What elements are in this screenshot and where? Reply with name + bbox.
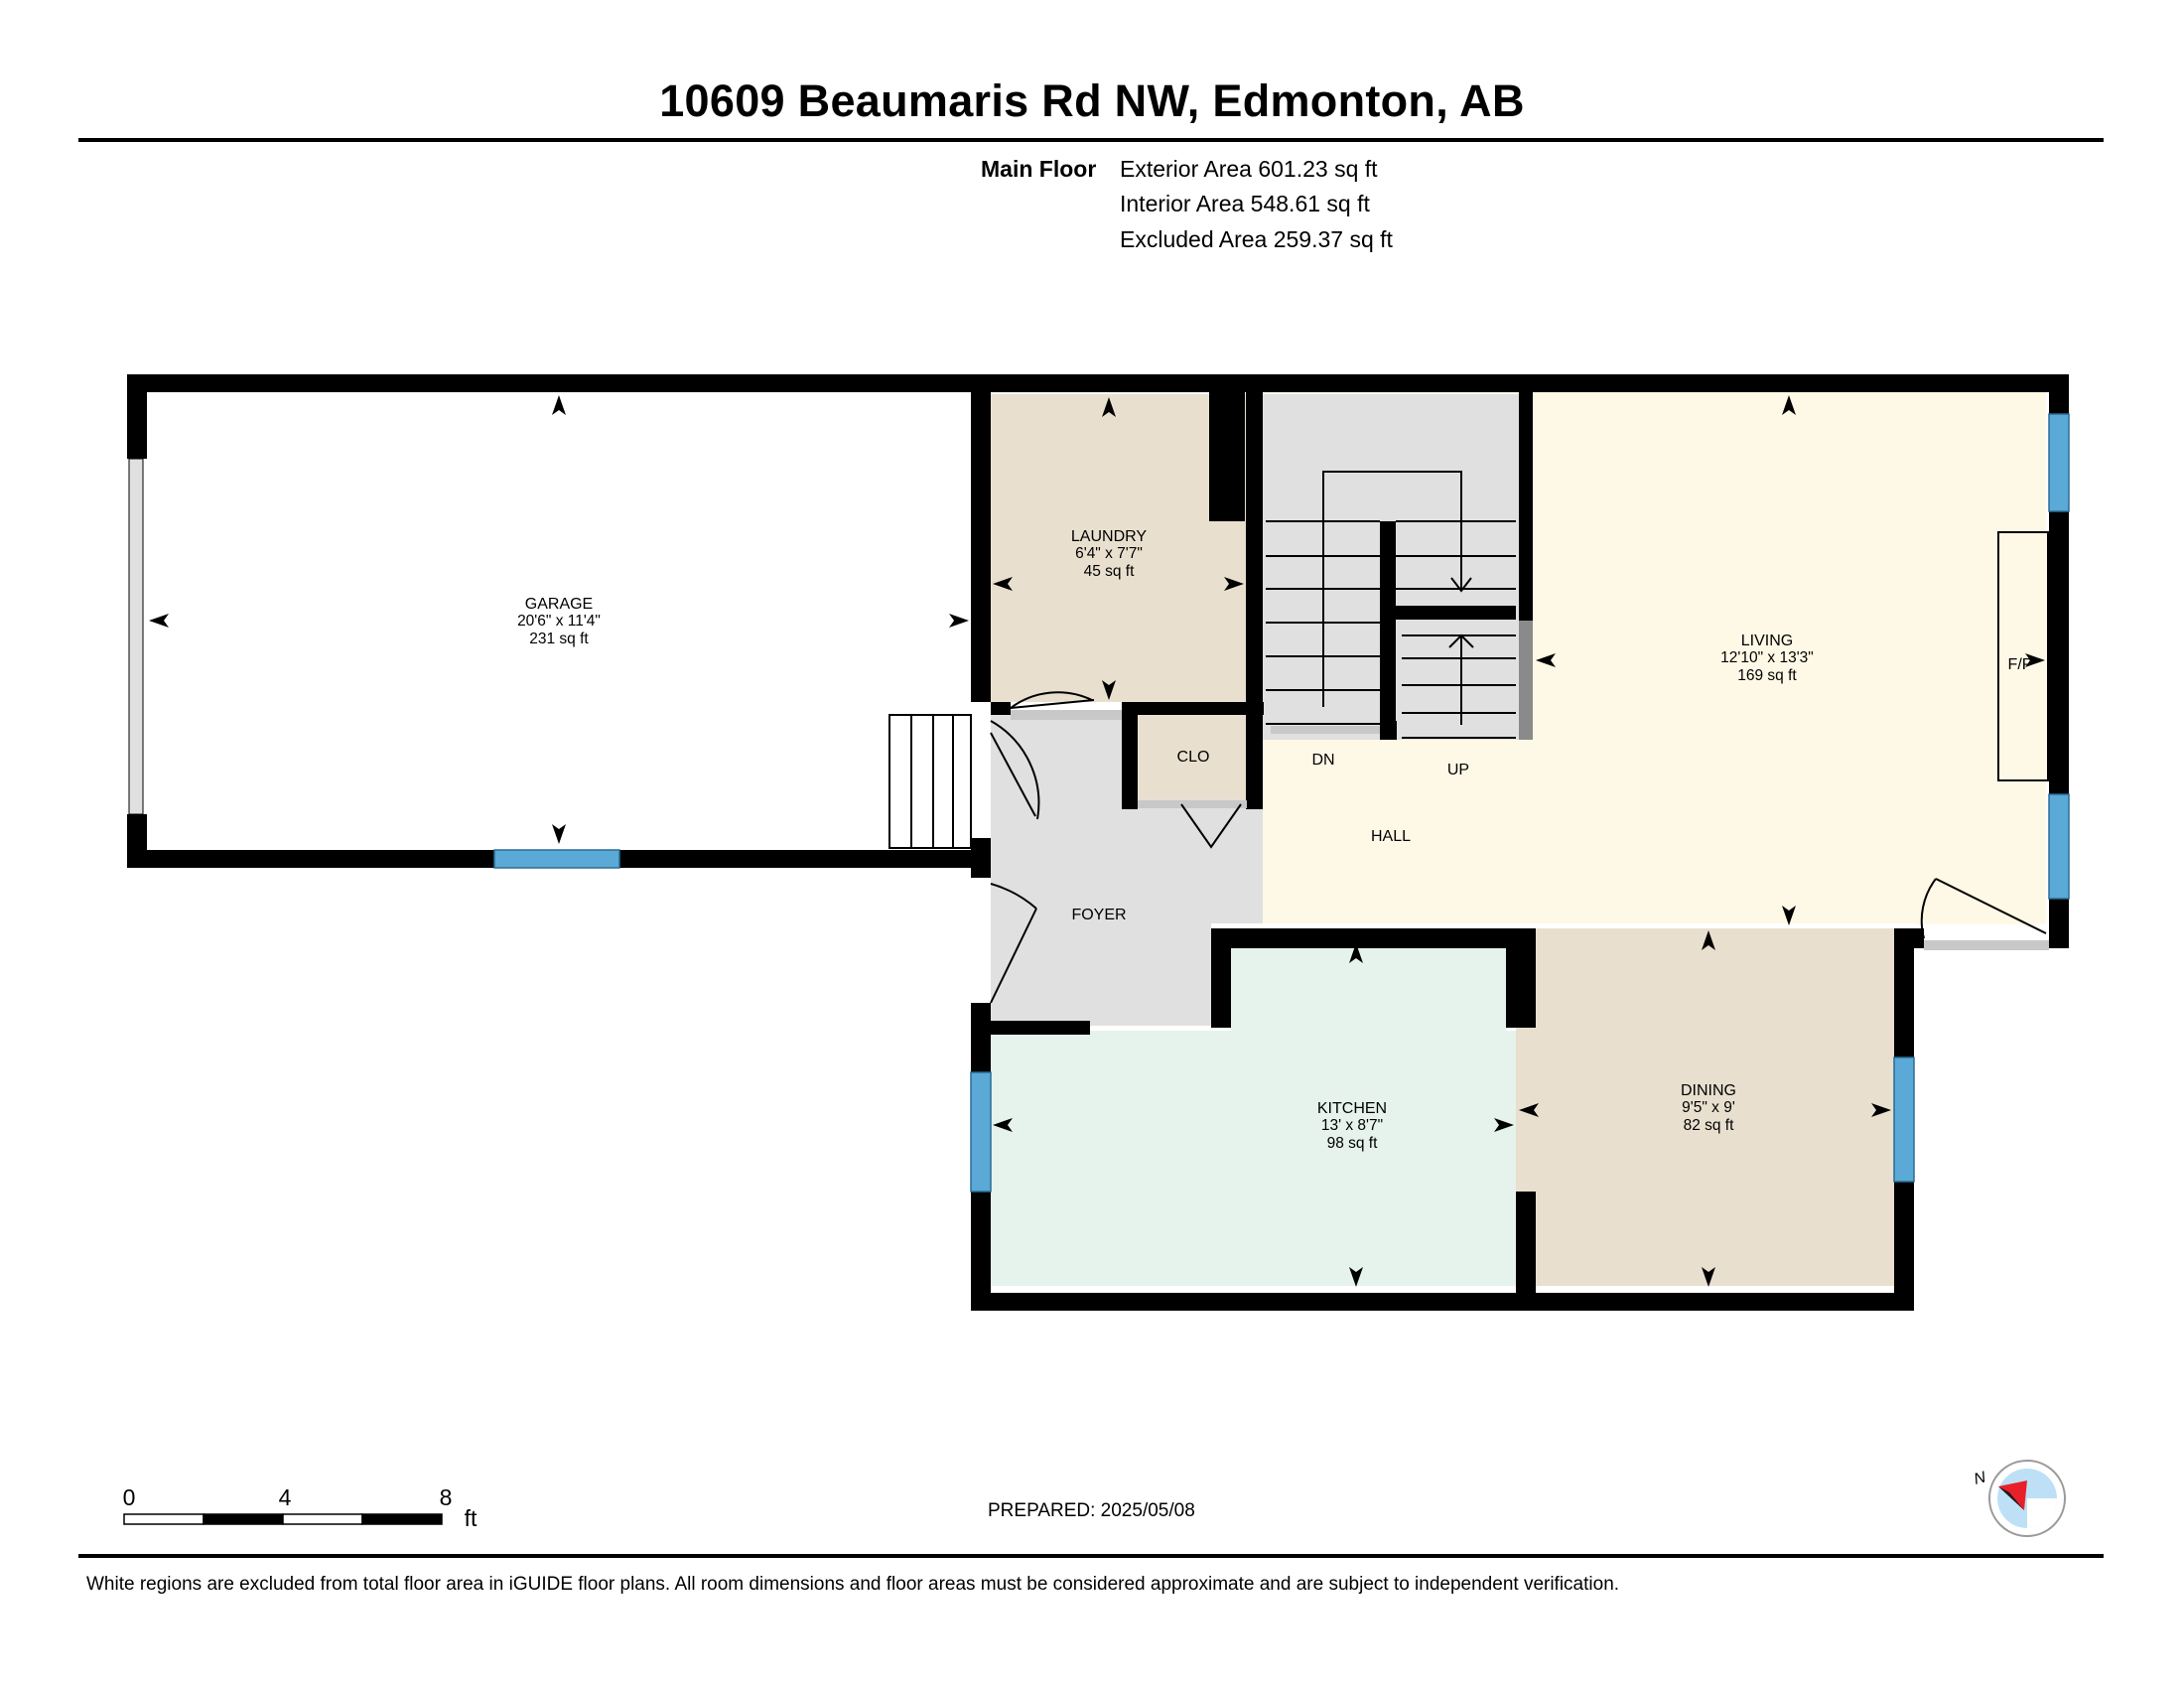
dimension-arrows — [149, 395, 2045, 1287]
stairs-dn-label: DN — [1311, 752, 1334, 769]
compass-north-label: N — [1973, 1469, 1988, 1488]
floor-label: Main Floor — [981, 156, 1097, 182]
laundry-fill — [991, 394, 1246, 702]
scale-label-8: 8 — [440, 1484, 453, 1510]
kitchen-dims: 13' x 8'7" — [1321, 1117, 1383, 1134]
clo-name: CLO — [1177, 749, 1210, 766]
garage-fill — [145, 392, 971, 848]
garage-area: 231 sq ft — [529, 631, 589, 647]
stairs-drawing — [1266, 471, 1516, 739]
garage-steps — [888, 714, 972, 849]
dining-dims: 9'5" x 9' — [1682, 1099, 1735, 1116]
living-area: 169 sq ft — [1737, 667, 1797, 684]
doors — [990, 691, 2049, 1004]
fireplace — [1997, 531, 2049, 781]
living-name: LIVING — [1741, 633, 1793, 649]
garage-name: GARAGE — [525, 596, 593, 613]
header-rule — [78, 138, 2104, 142]
scale-label-4: 4 — [279, 1484, 292, 1510]
garage-dims: 20'6" x 11'4" — [517, 613, 601, 630]
exterior-area: Exterior Area 601.23 sq ft — [1120, 156, 1378, 182]
garage-door — [128, 458, 144, 815]
kitchen-name: KITCHEN — [1317, 1100, 1387, 1117]
prepared-date: PREPARED: 2025/05/08 — [988, 1500, 1195, 1521]
kitchen-fill — [991, 941, 1516, 1286]
living-dims: 12'10" x 13'3" — [1720, 649, 1814, 666]
walls — [127, 374, 2069, 1311]
stairs-up-label: UP — [1447, 762, 1469, 778]
excluded-area: Excluded Area 259.37 sq ft — [1120, 226, 1393, 252]
laundry-dims: 6'4" x 7'7" — [1075, 545, 1143, 562]
fireplace-label: F/P — [2008, 656, 2033, 673]
scale-label-0: 0 — [123, 1484, 136, 1510]
dining-fill — [1516, 928, 1894, 1286]
dining-name: DINING — [1681, 1082, 1736, 1099]
scale-unit: ft — [465, 1505, 478, 1531]
property-address-title: 10609 Beaumaris Rd NW, Edmonton, AB — [659, 75, 1525, 126]
scale-bar — [123, 1513, 443, 1525]
kitchen-area: 98 sq ft — [1327, 1135, 1379, 1152]
hall-name: HALL — [1371, 828, 1411, 845]
disclaimer-text: White regions are excluded from total fl… — [86, 1574, 1620, 1595]
laundry-area: 45 sq ft — [1084, 563, 1136, 580]
dining-area: 82 sq ft — [1684, 1117, 1735, 1134]
footer-rule — [78, 1554, 2104, 1558]
stair-rail — [1519, 621, 1533, 740]
laundry-name: LAUNDRY — [1071, 528, 1148, 545]
foyer-name: FOYER — [1071, 907, 1126, 923]
stair-wall-mid — [1396, 606, 1516, 620]
interior-area: Interior Area 548.61 sq ft — [1120, 191, 1370, 216]
clo-fill — [1138, 715, 1247, 799]
compass-icon — [1988, 1460, 2066, 1537]
windows — [493, 413, 2070, 1193]
